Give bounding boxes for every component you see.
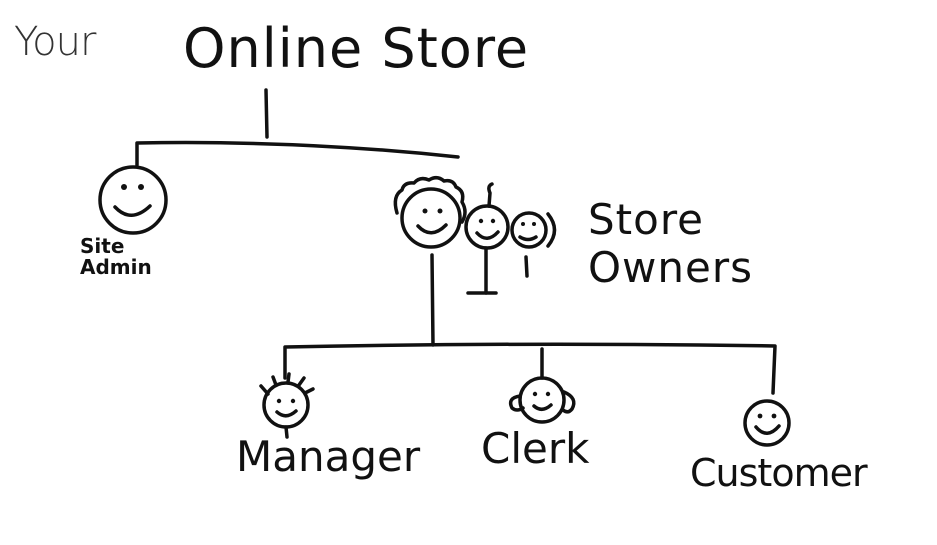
- clerk-label: Clerk: [481, 424, 590, 473]
- store-owner-curly-face-icon: [393, 176, 467, 249]
- connector-title-down: [264, 88, 269, 139]
- connector-bottom-branch: [283, 342, 777, 395]
- title-prefix: Your: [14, 19, 96, 65]
- clerk-face-icon: [508, 376, 576, 424]
- site-admin-label-line1: Site: [80, 234, 125, 258]
- site-admin-label-line2: Admin: [80, 255, 152, 279]
- connector-top-branch: [135, 140, 460, 167]
- manager-spiky-face-icon: [259, 372, 315, 439]
- site-admin-label: Site Admin: [80, 236, 152, 278]
- page-title: Online Store: [183, 17, 530, 80]
- store-owners-label-line2: Owners: [588, 243, 754, 293]
- store-owners-label-line1: Store: [588, 195, 705, 244]
- site-admin-face-icon: [98, 165, 168, 235]
- store-owners-label: Store Owners: [588, 195, 754, 293]
- manager-label: Manager: [236, 432, 421, 481]
- customer-label: Customer: [690, 451, 868, 495]
- customer-face-icon: [743, 399, 791, 447]
- connectors: [135, 88, 777, 395]
- connector-owners-down: [430, 253, 435, 347]
- store-owner-kid-face-icon: [464, 182, 510, 295]
- store-owner-small-face-icon: [510, 211, 557, 278]
